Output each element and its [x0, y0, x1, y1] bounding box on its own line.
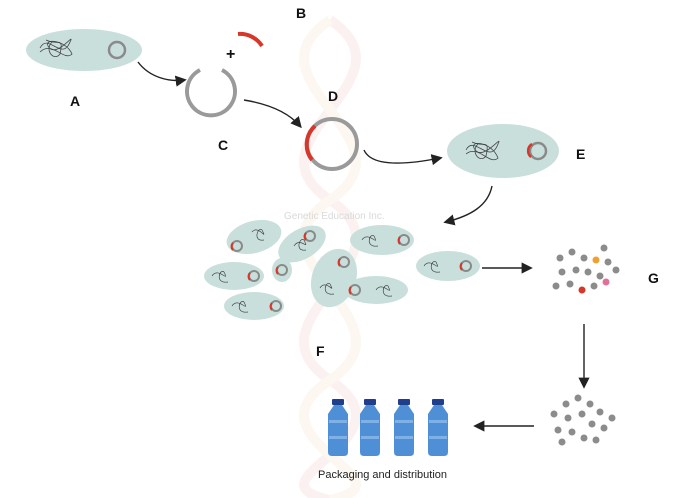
label-b: B: [296, 5, 307, 21]
label-f: F: [316, 343, 325, 359]
opened-plasmid-c: [185, 68, 237, 118]
target-protein-orange: [592, 256, 600, 264]
arrow-e-to-f: [443, 185, 493, 226]
colony-cell: [226, 219, 282, 255]
bottle: [428, 399, 448, 456]
colony-cell: [204, 262, 264, 290]
colony-cell: [272, 258, 292, 282]
colony-cell: [344, 276, 408, 304]
product-bottles: [328, 399, 448, 456]
arrow-a-to-c: [137, 61, 187, 87]
chromosome-a: [39, 38, 73, 58]
watermark-text: Genetic Education Inc.: [284, 211, 385, 222]
colony-cell: [224, 292, 284, 320]
bottle: [360, 399, 380, 456]
plasmid-a: [107, 40, 127, 60]
dna-insert-b: [237, 31, 264, 48]
recombinant-plasmid-d: [304, 117, 359, 171]
purified-protein: [550, 394, 616, 446]
packaging-caption: Packaging and distribution: [318, 469, 448, 481]
plus-sign: +: [226, 46, 236, 63]
arrow-d-to-e: [363, 149, 443, 166]
label-a: A: [70, 93, 81, 109]
label-g: G: [648, 270, 659, 286]
label-d: D: [328, 88, 339, 104]
arrow-c-to-d: [243, 99, 302, 129]
colony-cell: [350, 225, 414, 255]
bottle: [328, 399, 348, 456]
protein-red: [578, 286, 586, 294]
label-e: E: [576, 146, 586, 162]
protein-mixture-g: [552, 244, 620, 294]
protein-pink: [602, 278, 610, 286]
colony-cell: [416, 251, 480, 281]
bacterial-cell-a: [26, 29, 142, 71]
transformed-cell-e: [447, 124, 559, 178]
cell-colony-f: [204, 219, 480, 320]
label-c: C: [218, 137, 229, 153]
bottle: [394, 399, 414, 456]
colony-cell: [278, 225, 326, 263]
